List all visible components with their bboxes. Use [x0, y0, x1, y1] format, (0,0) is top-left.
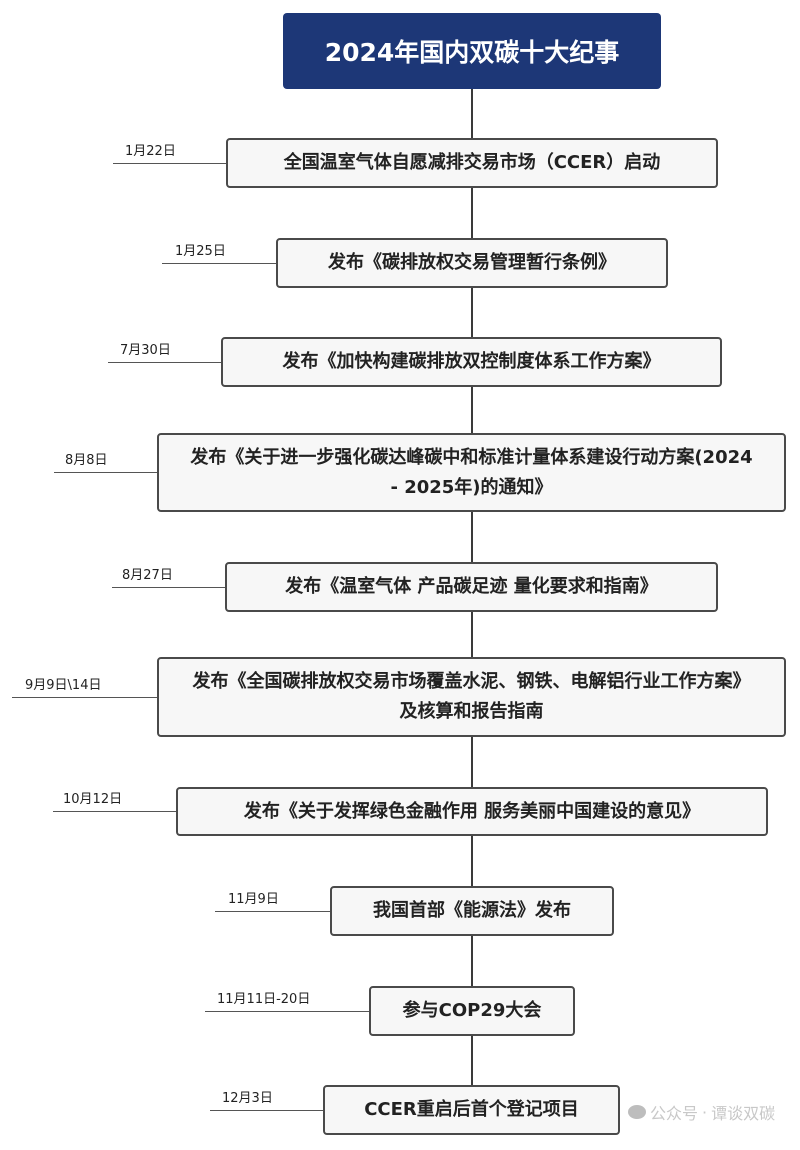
date-connector [112, 587, 225, 588]
watermark-name: 谭谈双碳 [711, 1104, 776, 1123]
event-date: 1月25日 [175, 244, 226, 259]
event-box: 我国首部《能源法》发布 [330, 886, 614, 936]
event-box: 参与COP29大会 [369, 986, 575, 1036]
event-box: 发布《关于发挥绿色金融作用 服务美丽中国建设的意见》 [176, 787, 768, 836]
event-box: 发布《加快构建碳排放双控制度体系工作方案》 [221, 337, 722, 387]
date-connector [53, 811, 176, 812]
date-connector [162, 263, 276, 264]
event-box: 发布《碳排放权交易管理暂行条例》 [276, 238, 668, 288]
event-date: 7月30日 [120, 343, 171, 358]
date-connector [108, 362, 221, 363]
date-connector [12, 697, 157, 698]
event-date: 9月9日\14日 [25, 678, 102, 693]
event-date: 8月27日 [122, 568, 173, 583]
date-connector [205, 1011, 369, 1012]
date-connector [54, 472, 157, 473]
date-connector [210, 1110, 323, 1111]
event-box: CCER重启后首个登记项目 [323, 1085, 620, 1135]
event-box: 发布《关于进一步强化碳达峰碳中和标准计量体系建设行动方案(2024 - 2025… [157, 433, 786, 512]
wechat-icon [628, 1105, 646, 1119]
watermark: 公众号 · 谭谈双碳 [628, 1100, 775, 1124]
watermark-prefix: 公众号 [650, 1104, 699, 1123]
event-box: 发布《温室气体 产品碳足迹 量化要求和指南》 [225, 562, 718, 612]
event-date: 11月9日 [228, 892, 279, 907]
event-date: 1月22日 [125, 144, 176, 159]
watermark-separator: · [702, 1102, 708, 1122]
event-date: 8月8日 [65, 453, 108, 468]
event-date: 11月11日-20日 [217, 992, 311, 1007]
event-date: 12月3日 [222, 1091, 273, 1106]
date-connector [215, 911, 330, 912]
event-box: 全国温室气体自愿减排交易市场（CCER）启动 [226, 138, 718, 188]
date-connector [113, 163, 226, 164]
diagram-title: 2024年国内双碳十大纪事 [283, 13, 661, 89]
event-date: 10月12日 [63, 792, 123, 807]
event-box: 发布《全国碳排放权交易市场覆盖水泥、钢铁、电解铝行业工作方案》及核算和报告指南 [157, 657, 786, 737]
